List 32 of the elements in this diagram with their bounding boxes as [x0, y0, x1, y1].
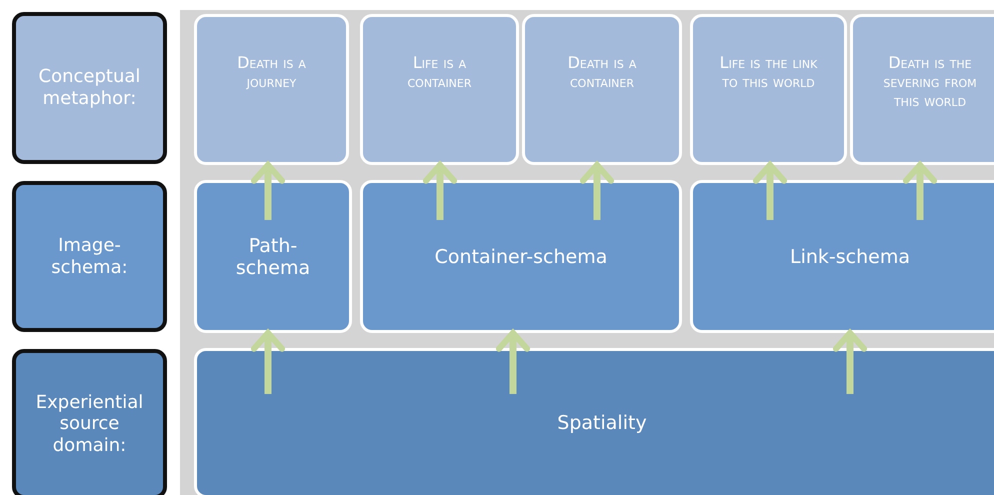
arrow — [580, 162, 614, 220]
box-label: Life is a container — [406, 53, 473, 92]
metaphor-box — [194, 14, 349, 165]
box-label: Death is a container — [566, 53, 638, 92]
box-label: Spatiality — [557, 412, 647, 434]
box-label: Death is a journey — [236, 53, 307, 92]
row-label-box — [12, 181, 167, 332]
schema-box — [194, 180, 352, 333]
arrow — [496, 330, 530, 394]
box-label: Life is the link to this world — [718, 53, 818, 92]
box-label: Path-schema — [234, 234, 312, 278]
box-label: Experiential source domain: — [34, 392, 144, 456]
row-label-box — [12, 349, 167, 495]
box-label: Death is the severing from this world — [882, 53, 978, 111]
arrow — [832, 330, 868, 394]
metaphor-box — [360, 14, 519, 165]
arrow — [422, 162, 458, 220]
metaphor-box — [690, 14, 847, 165]
metaphor-box — [522, 14, 682, 165]
box-label: Image-schema: — [50, 234, 129, 278]
arrow — [902, 162, 938, 220]
box-label: Link-schema — [790, 246, 910, 268]
schema-box — [690, 180, 994, 333]
box-label: Container-schema — [434, 246, 608, 268]
arrow — [250, 330, 286, 394]
schema-box — [360, 180, 682, 333]
metaphor-box — [850, 14, 994, 165]
domain-box — [194, 348, 994, 495]
arrow — [752, 162, 788, 220]
box-label: Conceptual metaphor: — [38, 66, 142, 110]
row-label-box — [12, 12, 167, 164]
arrow — [250, 162, 286, 220]
